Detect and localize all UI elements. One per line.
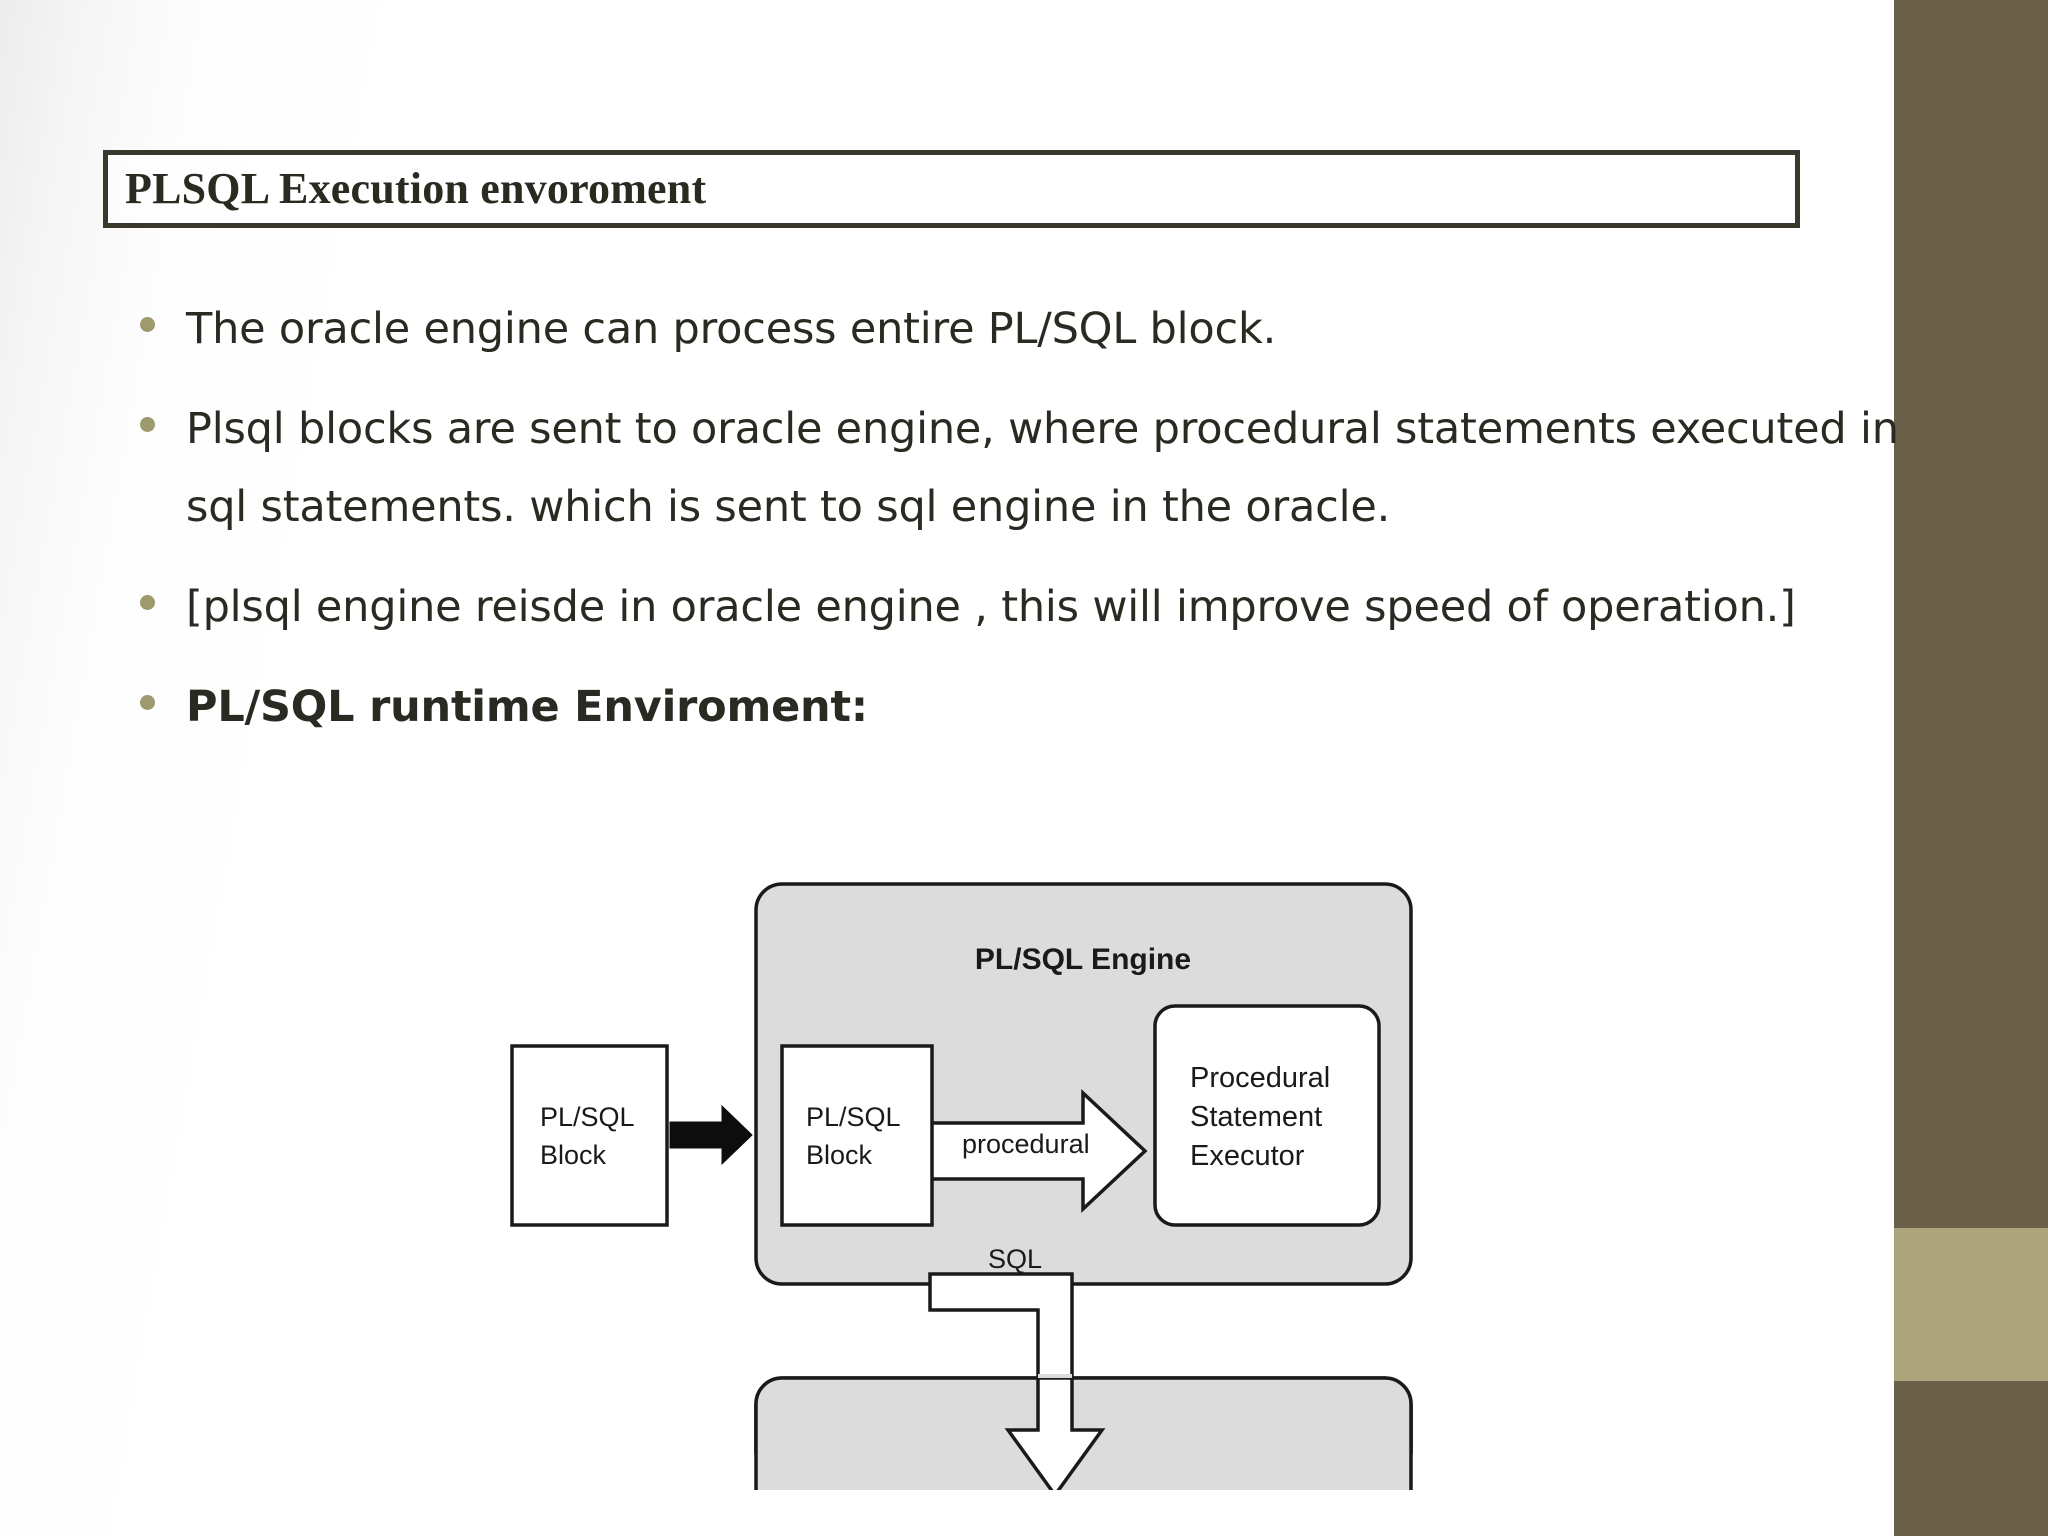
inner-plsql-block-label-1: PL/SQL [806,1102,901,1132]
bullet-text: Plsql blocks are sent to oracle engine, … [186,404,1899,532]
plsql-engine-title: PL/SQL Engine [975,943,1191,976]
solid-arrow-icon [669,1104,753,1166]
right-accent-bar-light [1894,1228,2048,1381]
bullet-list: The oracle engine can process entire PL/… [140,290,1930,768]
slide-title-box: PLSQL Execution envoroment [103,150,1800,228]
inner-plsql-block-label-2: Block [806,1140,873,1170]
list-item: [plsql engine reisde in oracle engine , … [140,568,1930,646]
bullet-dot-icon [140,317,155,332]
procedural-arrow-icon [928,1088,1148,1214]
plsql-runtime-diagram: PL/SQL Engine PL/SQL Block procedural SQ… [500,870,1450,1490]
procedural-statement-executor-label-1: Procedural [1190,1062,1330,1094]
bullet-text: [plsql engine reisde in oracle engine , … [186,582,1796,632]
list-item: Plsql blocks are sent to oracle engine, … [140,390,1930,546]
bullet-dot-icon [140,595,155,610]
bullet-text: The oracle engine can process entire PL/… [186,304,1277,354]
outer-plsql-block [510,1044,669,1227]
outer-plsql-block-label-2: Block [540,1140,607,1170]
sql-arrow-label: SQL [988,1244,1042,1274]
list-item: PL/SQL runtime Enviroment: [140,668,1930,746]
inner-plsql-block [780,1044,934,1227]
page-title: PLSQL Execution envoroment [125,164,707,213]
bullet-dot-icon [140,695,155,710]
bullet-dot-icon [140,417,155,432]
procedural-statement-executor-label-3: Executor [1190,1140,1305,1172]
procedural-statement-executor-box [1153,1004,1381,1227]
bullet-text: PL/SQL runtime Enviroment: [186,682,868,732]
list-item: The oracle engine can process entire PL/… [140,290,1930,368]
outer-plsql-block-label-1: PL/SQL [540,1102,635,1132]
procedural-arrow-label: procedural [962,1129,1090,1159]
sql-arrow-head-icon [1004,1374,1106,1490]
procedural-statement-executor-label-2: Statement [1190,1101,1322,1133]
